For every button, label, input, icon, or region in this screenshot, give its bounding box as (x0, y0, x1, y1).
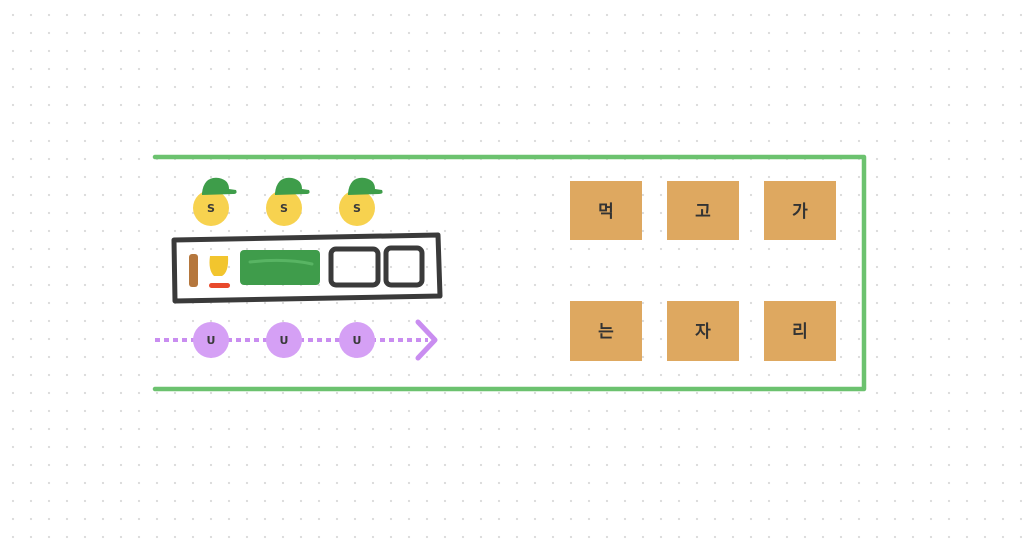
counter-empty-slot (383, 245, 425, 288)
staff-badge (266, 190, 302, 226)
counter-item-brown (189, 254, 198, 287)
staff-member: S (193, 177, 237, 226)
seat-tile: 먹 (570, 181, 642, 240)
cap-icon (202, 177, 237, 195)
zone-frame (152, 154, 867, 392)
counter-empty-slot (328, 246, 381, 288)
user-badge (193, 322, 229, 358)
seat-tile-label: 먹 (598, 202, 614, 222)
staff-badge (193, 190, 229, 226)
staff-badge (339, 190, 375, 226)
seating-area: 먹 고 가 는 자 리 (570, 181, 836, 361)
staff-badge-label: S (353, 202, 361, 215)
user-member: U (266, 322, 302, 358)
staff-group: S S S (193, 177, 383, 226)
seat-tile-label: 가 (792, 202, 808, 222)
seat-tile-label: 는 (598, 322, 614, 342)
seat-tile: 는 (570, 301, 642, 361)
staff-badge-label: S (280, 202, 288, 215)
seat-tile-label: 자 (695, 322, 711, 342)
seat-tile-label: 리 (792, 322, 808, 342)
user-badge (266, 322, 302, 358)
counter-outline (171, 232, 443, 304)
user-badge-label: U (207, 334, 216, 347)
counter-item-red (209, 283, 230, 288)
seat-tile: 자 (667, 301, 739, 361)
counter-item-green-stroke (248, 258, 314, 266)
serving-counter (171, 232, 443, 304)
counter-item-green (240, 250, 320, 285)
staff-member: S (266, 177, 310, 226)
counter-item-yellow (209, 256, 229, 276)
seat-tile: 가 (764, 181, 836, 240)
arrow-right-icon (415, 319, 438, 361)
staff-member: S (339, 177, 383, 226)
cap-icon (275, 177, 310, 195)
staff-badge-label: S (207, 202, 215, 215)
seat-tile: 리 (764, 301, 836, 361)
user-flow: U U U (155, 319, 438, 361)
user-badge-label: U (353, 334, 362, 347)
user-member: U (339, 322, 375, 358)
cap-icon (348, 177, 383, 195)
seat-tile: 고 (667, 181, 739, 240)
user-badge-label: U (280, 334, 289, 347)
user-member: U (193, 322, 229, 358)
seat-tile-label: 고 (695, 202, 711, 222)
user-badge (339, 322, 375, 358)
